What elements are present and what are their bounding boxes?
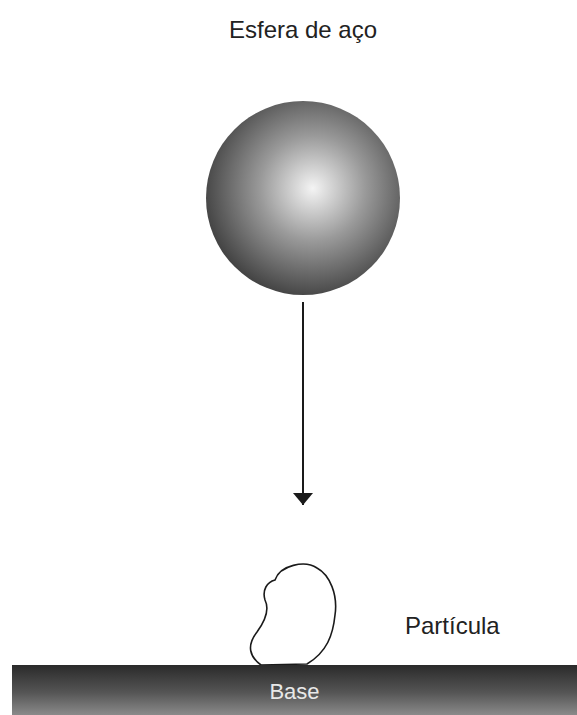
steel-ball	[206, 101, 400, 295]
particle-shape	[250, 564, 335, 665]
sphere-outline	[205, 100, 401, 296]
base-plate: Base	[12, 665, 577, 715]
particle-outline	[245, 560, 340, 666]
node-label: Partícula	[405, 612, 500, 641]
particle: Partícula	[245, 560, 340, 666]
fall-arrow	[302, 302, 304, 505]
node-label: Base	[12, 665, 577, 705]
node-label: Esfera de aço	[229, 16, 377, 45]
steel-sphere: Esfera de aço	[205, 100, 401, 296]
